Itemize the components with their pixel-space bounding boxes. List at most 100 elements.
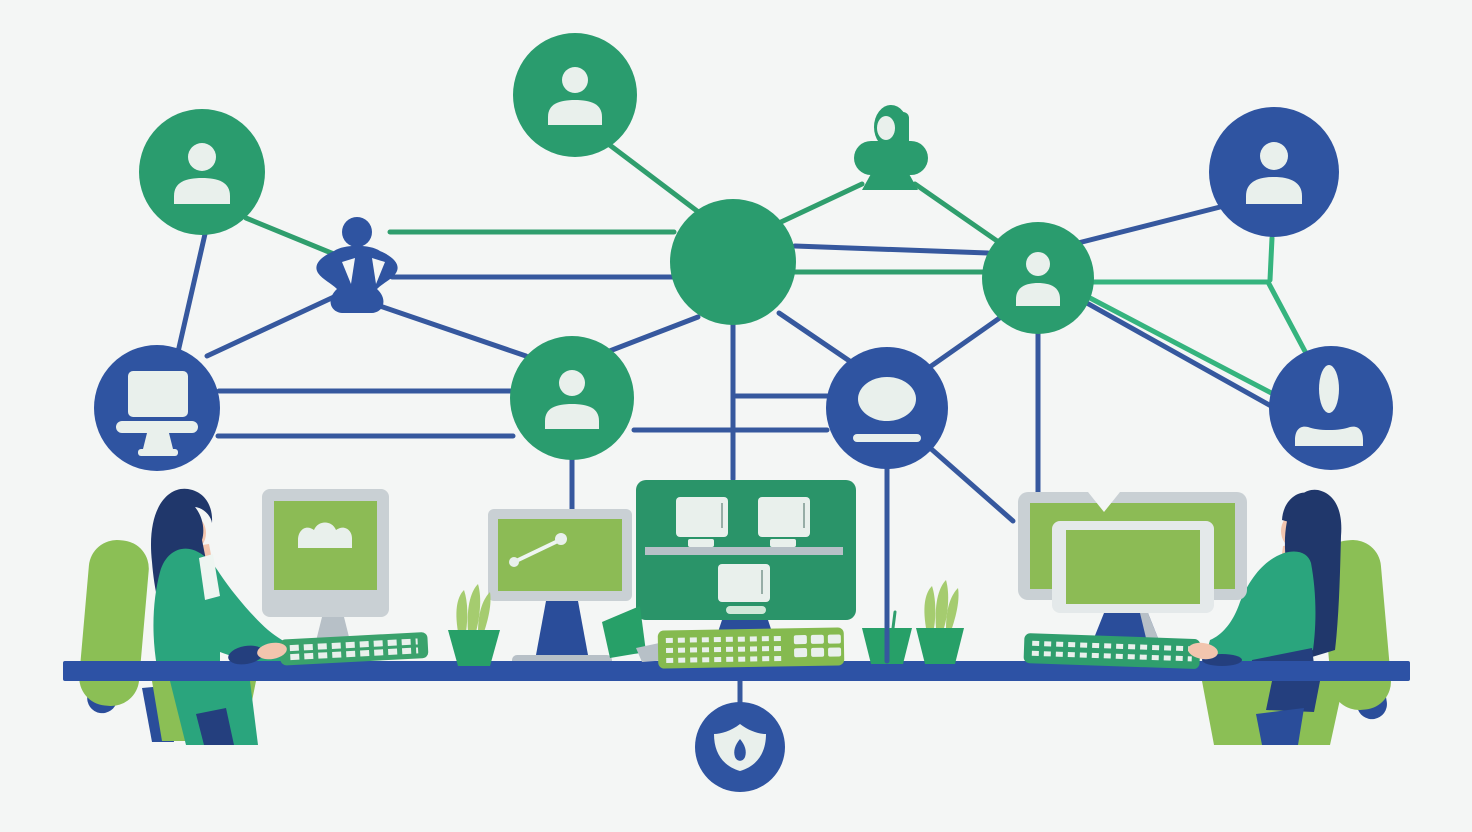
connection-line [926, 444, 1016, 524]
plant-leaf [456, 590, 468, 632]
below-desk-left [142, 681, 258, 745]
numpad-key [827, 634, 841, 644]
plant-pot [916, 628, 964, 664]
connection-line [792, 243, 991, 256]
desk [63, 661, 1410, 681]
plant-left [456, 584, 491, 632]
keyboard-left [279, 632, 429, 666]
plant-center-1 [862, 610, 912, 664]
connection-line [1267, 235, 1275, 283]
bust-face [877, 116, 895, 140]
node-user-top-left [139, 109, 265, 235]
node-circle [982, 222, 1094, 334]
leg [196, 708, 234, 745]
user-icon [1026, 252, 1050, 276]
keyboard-key-row [289, 638, 418, 652]
connection-line [204, 293, 339, 359]
connection-line [368, 300, 529, 359]
numpad-key [810, 634, 824, 644]
connection-line [912, 181, 1003, 246]
numpad-key [828, 647, 842, 657]
blouse [199, 554, 220, 600]
numpad-key [794, 648, 808, 658]
node-circle [139, 109, 265, 235]
sleeve-shadow [228, 645, 264, 665]
plant-leaf [478, 592, 491, 632]
monitor-screen [498, 519, 622, 591]
hand [1188, 642, 1218, 660]
hand [257, 642, 287, 660]
dual-monitor-right [1018, 492, 1247, 638]
tablet-screen [718, 564, 770, 602]
connection-line [604, 314, 701, 355]
connection-line [1087, 295, 1280, 399]
hair [1282, 492, 1310, 522]
mini-screen-stand [688, 539, 714, 547]
keyboard-key-row [665, 635, 786, 643]
chair-post [1256, 708, 1304, 745]
person-silhouette-blue [316, 217, 398, 313]
silhouette-arm-gap [372, 258, 385, 284]
shield-icon [734, 739, 746, 761]
user-icon [545, 404, 599, 429]
monitor-icon [128, 371, 188, 417]
person-pedestal-icon [1319, 365, 1339, 413]
node-circle [1209, 107, 1339, 237]
chart-point [555, 533, 567, 545]
hand-left [228, 642, 287, 665]
connection-line [1082, 299, 1274, 409]
plant-leaf [924, 586, 936, 628]
plant-leaf [467, 584, 481, 632]
chart-point [509, 557, 519, 567]
mini-screen [676, 497, 728, 537]
plant-sprout [891, 610, 897, 630]
jacket [1206, 551, 1316, 663]
silhouette-arm-gap [342, 258, 355, 284]
monitor-notch [1088, 492, 1120, 512]
keyboard-right [1023, 633, 1201, 669]
monitor-chart [488, 509, 632, 667]
node-circle [513, 33, 637, 157]
brain-icon [853, 434, 921, 442]
numpad-key [793, 635, 807, 645]
node-user-mid [510, 336, 634, 460]
connection-line [175, 231, 208, 355]
silhouette-head [342, 217, 372, 247]
connection-line [776, 310, 854, 365]
hand-right [1188, 642, 1242, 666]
mini-screen [758, 497, 810, 537]
mini-screen-stand [770, 539, 796, 547]
node-member [1269, 346, 1393, 470]
plant-leaf [935, 580, 949, 628]
bust-base [862, 172, 918, 190]
user-icon [188, 143, 216, 171]
woman-right [1206, 489, 1342, 681]
keyboard-key-row [665, 645, 787, 653]
numpad-key [811, 647, 825, 657]
monitor-pedestal [536, 601, 588, 655]
keyboard-key-row [1031, 650, 1192, 662]
keyboard-body [1023, 633, 1201, 669]
keyboard-center [657, 627, 845, 669]
node-hub [670, 199, 796, 325]
plant-pot [448, 630, 500, 666]
below-desk-right [1202, 681, 1344, 745]
skirt-below-desk [1266, 681, 1320, 712]
connection-line [604, 140, 704, 217]
plant-center-2-leaves [924, 580, 959, 628]
connection-line [1087, 279, 1311, 360]
person-pedestal-icon [1295, 426, 1363, 446]
node-circle [510, 336, 634, 460]
bust-shoulders [854, 141, 928, 175]
keyboard-key-row [290, 647, 419, 661]
node-user-top-center [513, 33, 637, 157]
monitor-left [262, 489, 389, 641]
keyboard-key-row [1032, 640, 1193, 652]
brain-icon [858, 377, 916, 421]
monitor-stand [316, 617, 350, 641]
person-bust-green [854, 105, 928, 190]
woman-left [150, 488, 302, 667]
connection-line [243, 215, 344, 260]
front-monitor-screen [1066, 530, 1200, 604]
